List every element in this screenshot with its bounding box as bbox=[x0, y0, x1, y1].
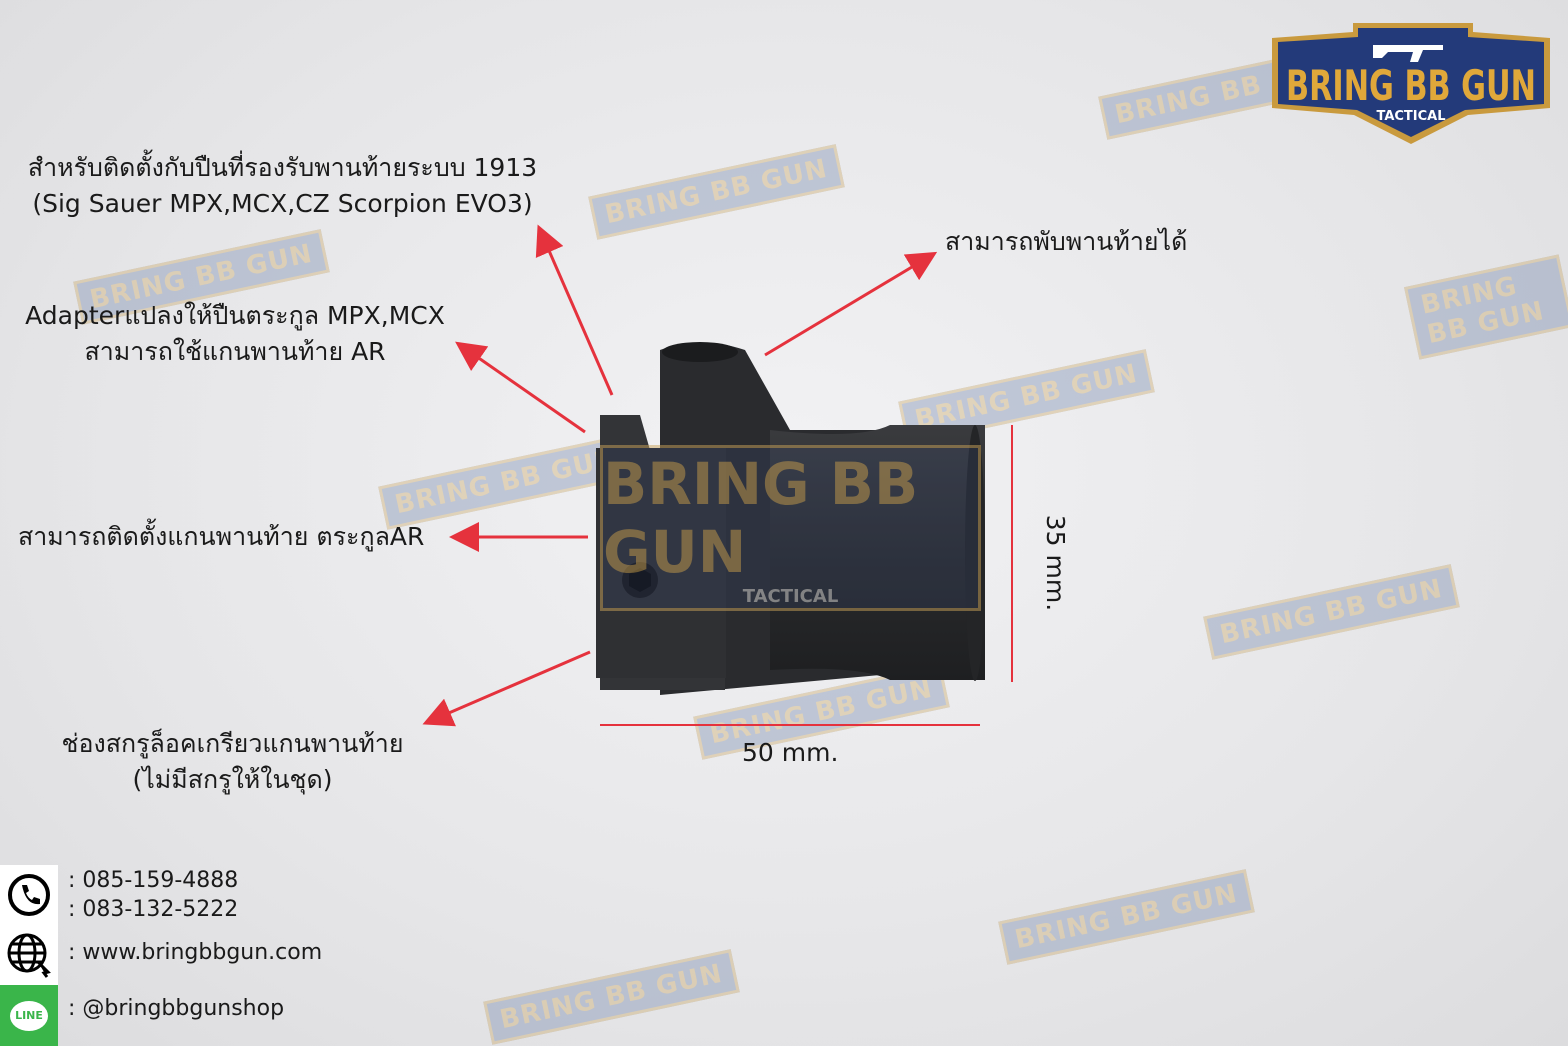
svg-text:TACTICAL: TACTICAL bbox=[1376, 109, 1445, 124]
folding-annotation: สามารถพับพานท้ายได้ bbox=[945, 227, 1188, 256]
website-link[interactable]: : www.bringbbgun.com bbox=[68, 940, 323, 965]
adapter-annotation: Adapterแปลงให้ปืนตระกูล MPX,MCX สามารถใช… bbox=[10, 298, 460, 370]
center-watermark-logo: BRING BB GUN TACTICAL bbox=[600, 445, 981, 611]
line-icon-text: LINE bbox=[10, 1000, 48, 1031]
phone-number-1: : 085-159-4888 bbox=[68, 868, 239, 893]
callout-arrows bbox=[422, 224, 938, 727]
watermark-text: BRING BB GUN bbox=[603, 449, 919, 586]
screw-annotation: ช่องสกรูล็อคเกรียวแกนพานท้าย (ไม่มีสกรูใ… bbox=[45, 726, 420, 798]
phone-icon bbox=[0, 870, 58, 920]
brand-logo: BRING BB GUN TACTICAL bbox=[1272, 23, 1550, 144]
line-id: : @bringbbgunshop bbox=[68, 996, 285, 1021]
adapter-line1: Adapterแปลงให้ปืนตระกูล MPX,MCX bbox=[25, 301, 445, 330]
phone-number-2: : 083-132-5222 bbox=[68, 897, 239, 922]
line-app-icon: LINE bbox=[0, 985, 58, 1046]
compat-line1: สำหรับติดตั้งกับปืนที่รองรับพานท้ายระบบ … bbox=[27, 153, 538, 182]
adapter-line2: สามารถใช้แกนพานท้าย AR bbox=[84, 337, 386, 366]
contact-icons-panel bbox=[0, 865, 58, 985]
stock-adapter-product bbox=[596, 342, 985, 695]
compat-line2: (Sig Sauer MPX,MCX,CZ Scorpion EVO3) bbox=[32, 189, 533, 218]
svg-text:BRING BB GUN: BRING BB GUN bbox=[1286, 61, 1536, 110]
height-dimension-label: 35 mm. bbox=[1041, 514, 1070, 612]
globe-cursor-icon bbox=[0, 930, 58, 980]
ar-tube-annotation: สามารถติดตั้งแกนพานท้าย ตระกูลAR bbox=[18, 522, 425, 551]
width-dimension-label: 50 mm. bbox=[742, 738, 839, 767]
screw-line2: (ไม่มีสกรูให้ในชุด) bbox=[132, 765, 333, 794]
watermark-sub: TACTICAL bbox=[742, 585, 839, 607]
screw-line1: ช่องสกรูล็อคเกรียวแกนพานท้าย bbox=[61, 729, 404, 758]
compat-annotation: สำหรับติดตั้งกับปืนที่รองรับพานท้ายระบบ … bbox=[10, 150, 555, 222]
